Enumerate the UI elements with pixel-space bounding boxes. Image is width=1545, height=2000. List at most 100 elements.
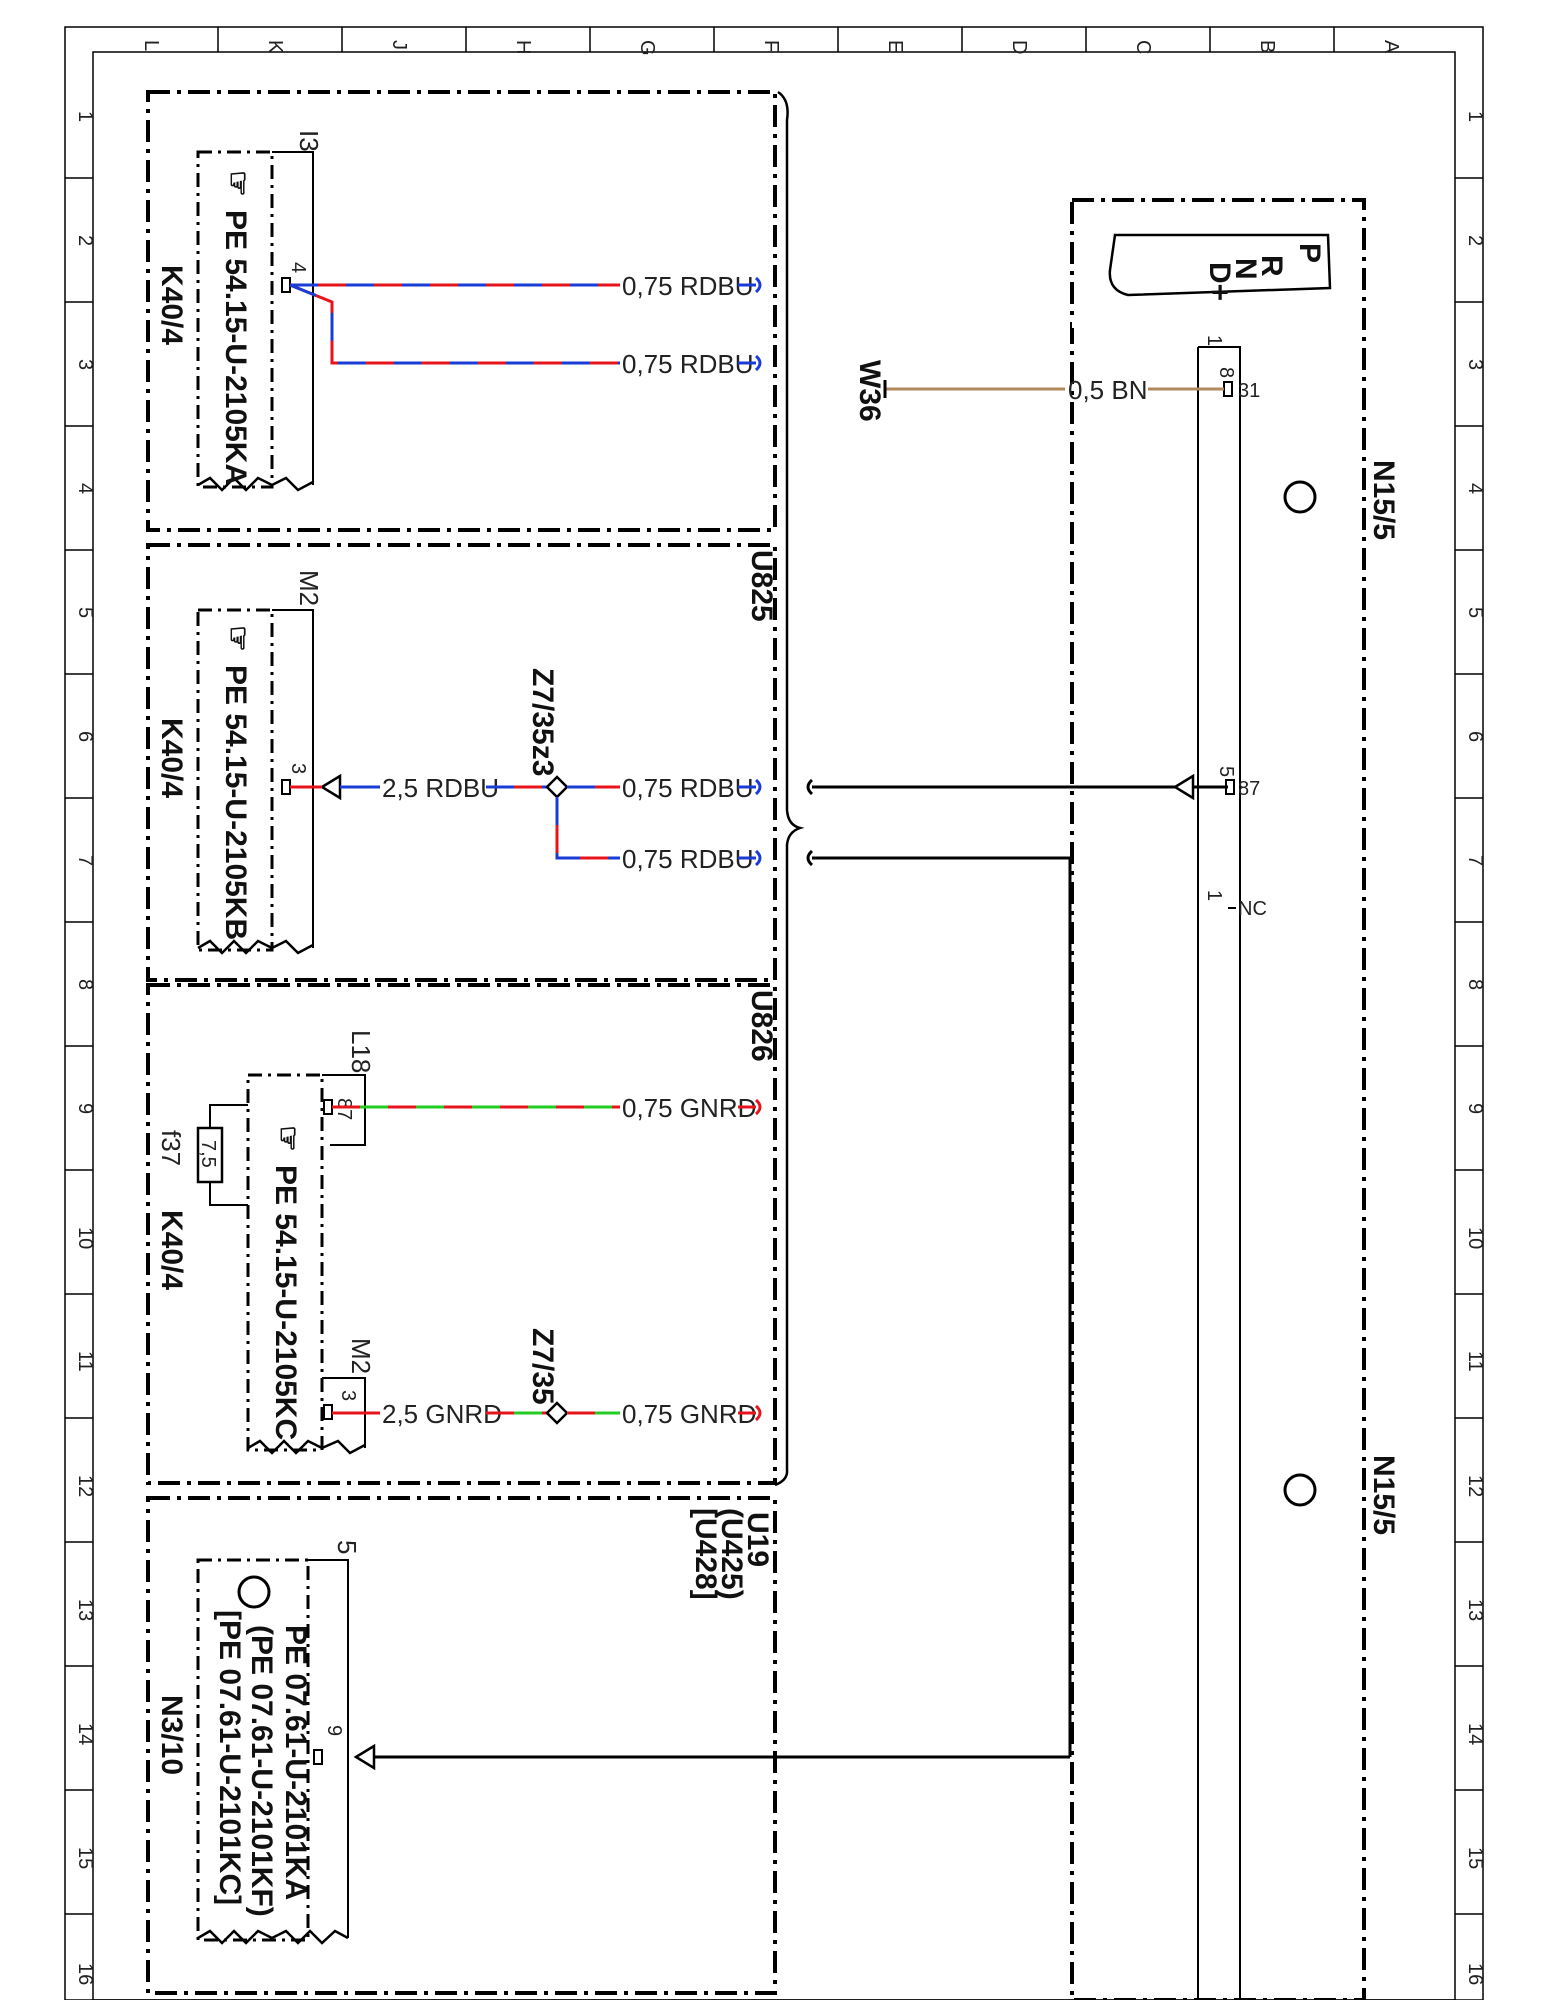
label: 8 [74,979,96,990]
part-number: PE 54.15-U-2105KC [269,1165,302,1440]
wire-end-icon [738,1404,762,1422]
wire-end-icon [806,849,814,867]
label: 12 [74,1475,96,1497]
label: 9 [74,1103,96,1114]
part-number-2: (PE 07.61-U-2101KF) [245,1625,278,1917]
bracket [774,90,805,1487]
pin-terminal [323,1099,333,1115]
label: 9 [1464,1103,1486,1114]
component-id: K40/4 [155,265,188,345]
transistor-icon [237,1575,271,1609]
label: 3 [1464,359,1486,370]
connector-triangle-icon [353,1743,376,1771]
group-label-u826: U826 [745,990,778,1062]
label: 4 [74,483,96,494]
pin-label: 3 [337,1390,359,1401]
label: 7 [1464,855,1486,866]
splice-label: Z7/35 [526,1328,559,1405]
splice-label: Z7/35z3 [526,668,559,776]
wire-end-icon [738,849,762,867]
wire-label: 0,75 GNRD [622,1399,756,1429]
wire-end-icon [738,778,762,796]
component-id: K40/4 [155,718,188,798]
wire-black [812,856,1072,1757]
label: P [1293,243,1326,263]
hand-icon: ☞ [221,170,254,197]
label: 5 [1464,607,1486,618]
label: 1 [74,111,96,122]
pin-label: NC [1238,898,1267,920]
splice-icon [545,775,569,799]
pin-label: 5 [1215,766,1237,777]
connector-label: M2 [346,1338,376,1374]
connector-label: M2 [294,570,324,606]
pin-label: 3 [287,763,309,774]
part-number-1: PE 07.61-U-2101KA [279,1625,312,1900]
component-id: N15/5 [1367,460,1400,540]
group-box-u826 [146,983,777,1485]
connector-label: L18 [346,1030,376,1073]
group-label-u19: U19 [741,1512,774,1567]
pin-terminal [313,1749,323,1765]
label: 12 [1464,1475,1486,1497]
wire-label: 0,75 RDBU [622,844,754,874]
part-number-3: [PE 07.61-U-2101KC] [213,1610,246,1905]
wire-label: 0,75 GNRD [622,1093,756,1123]
connector-label: I3 [294,130,324,152]
component-box-k40-4-c [246,1073,324,1452]
transistor-icon [1283,480,1317,514]
part-number: PE 54.15-U-2105KA [219,210,252,485]
component-box-n15-5 [1070,198,1366,2000]
col-label: J [388,40,410,50]
group-label-u825: U825 [745,550,778,622]
col-label: K [264,40,286,54]
pin-label: 31 [1238,380,1260,402]
label: 7 [74,855,96,866]
wire-label: 2,5 GNRD [382,1399,502,1429]
label: 6 [1464,731,1486,742]
col-label: D [1008,40,1030,54]
wire-end-icon [806,778,814,796]
col-label: C [1132,40,1154,54]
label: 15 [74,1847,96,1869]
wavy-break [197,476,314,492]
label: 2 [1464,235,1486,246]
label: 5 [74,607,96,618]
label: 2 [74,235,96,246]
pin-terminal [323,1404,333,1420]
col-label: H [512,40,534,54]
col-label: A [1380,40,1402,54]
hand-icon: ☞ [271,1125,304,1152]
pin-terminal [281,779,291,795]
transistor-icon [1283,1473,1317,1507]
col-label: F [760,40,782,52]
component-box-k40-4-a [196,150,274,489]
wire-label: 0,5 BN [1068,375,1148,405]
col-label: E [884,40,906,53]
part-number: PE 54.15-U-2105KB [219,665,252,940]
label: 15 [1464,1847,1486,1869]
label: R [1255,255,1288,277]
wire-label: 0,75 RDBU [622,773,754,803]
component-id: K40/4 [155,1210,188,1290]
label: 13 [74,1599,96,1621]
connector-label: 5 [332,1540,362,1554]
fuse-icon [196,1126,224,1184]
label: 11 [74,1351,96,1372]
column-header: L K J H G F E D C B A [140,27,1402,56]
label: 3 [74,359,96,370]
label: 16 [1464,1963,1486,1985]
pin-terminal [281,277,291,293]
wire-label: 2,5 RDBU [382,773,499,803]
label: 14 [74,1723,96,1745]
connector-triangle-icon [1172,773,1195,801]
group-label-u428: [U428] [689,1508,722,1600]
group-box-u825-bottom [146,543,777,982]
component-id-lower: N15/5 [1367,1455,1400,1535]
inner-frame [92,51,1456,2000]
component-box-n3-10 [196,1558,310,1942]
col-label: L [140,40,162,51]
label: 13 [1464,1599,1486,1621]
wire-end-icon [738,1098,762,1116]
